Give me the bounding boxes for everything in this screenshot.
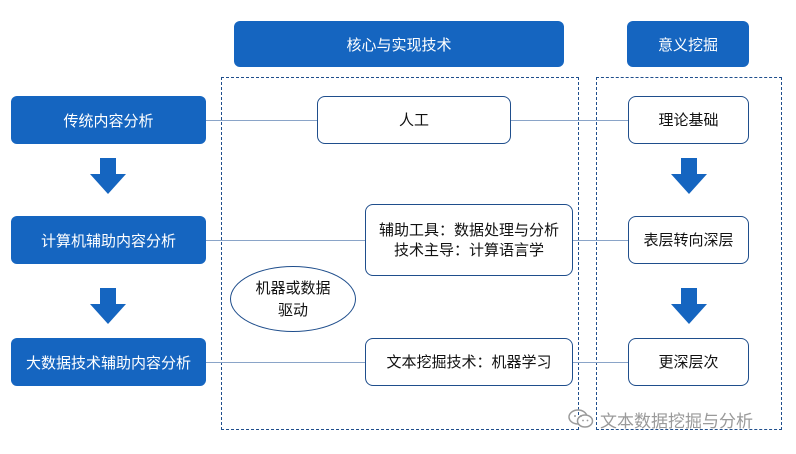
header-core-label: 核心与实现技术 [346,35,452,54]
down-arrow-left-2 [90,288,126,324]
ellipse-line2: 驱动 [277,301,308,319]
box-surface-label: 表层转向深层 [643,231,734,249]
core-technology-frame [221,77,579,430]
stage-computer-aided-label: 计算机辅助内容分析 [40,231,176,250]
stage-traditional-content-analysis: 传统内容分析 [11,96,206,144]
box-text-mining: 文本挖掘技术：机器学习 [365,338,573,386]
wechat-icon [568,409,594,428]
box-manual: 人工 [317,96,511,144]
box-auxiliary-line2: 技术主导：计算语言学 [393,241,544,259]
box-auxiliary-line1: 辅助工具：数据处理与分析 [378,221,559,239]
box-deeper-level: 更深层次 [628,338,749,386]
ellipse-line1: 机器或数据 [255,279,331,297]
box-theoretical-label: 理论基础 [658,111,719,129]
box-auxiliary-tools: 辅助工具：数据处理与分析 技术主导：计算语言学 [365,204,573,276]
stage-traditional-label: 传统内容分析 [63,111,154,130]
stage-big-data-analysis: 大数据技术辅助内容分析 [11,338,206,386]
ellipse-machine-driven: 机器或数据 驱动 [230,266,356,332]
header-meaning-label: 意义挖掘 [657,35,718,54]
box-manual-label: 人工 [398,111,429,129]
header-core-technology: 核心与实现技术 [234,21,564,67]
box-deeper-label: 更深层次 [658,353,719,371]
down-arrow-left-1 [90,158,126,194]
box-surface-to-deep: 表层转向深层 [628,216,749,264]
meaning-mining-frame [596,77,782,430]
header-meaning-mining: 意义挖掘 [627,21,749,67]
stage-computer-aided-analysis: 计算机辅助内容分析 [11,216,206,264]
stage-big-data-label: 大数据技术辅助内容分析 [25,353,191,372]
box-theoretical-basis: 理论基础 [628,96,749,144]
down-arrow-right-1 [671,158,707,194]
down-arrow-right-2 [671,288,707,324]
box-text-mining-label: 文本挖掘技术：机器学习 [386,353,552,371]
watermark: 文本数据挖掘与分析 [568,404,788,434]
watermark-text: 文本数据挖掘与分析 [600,411,753,432]
